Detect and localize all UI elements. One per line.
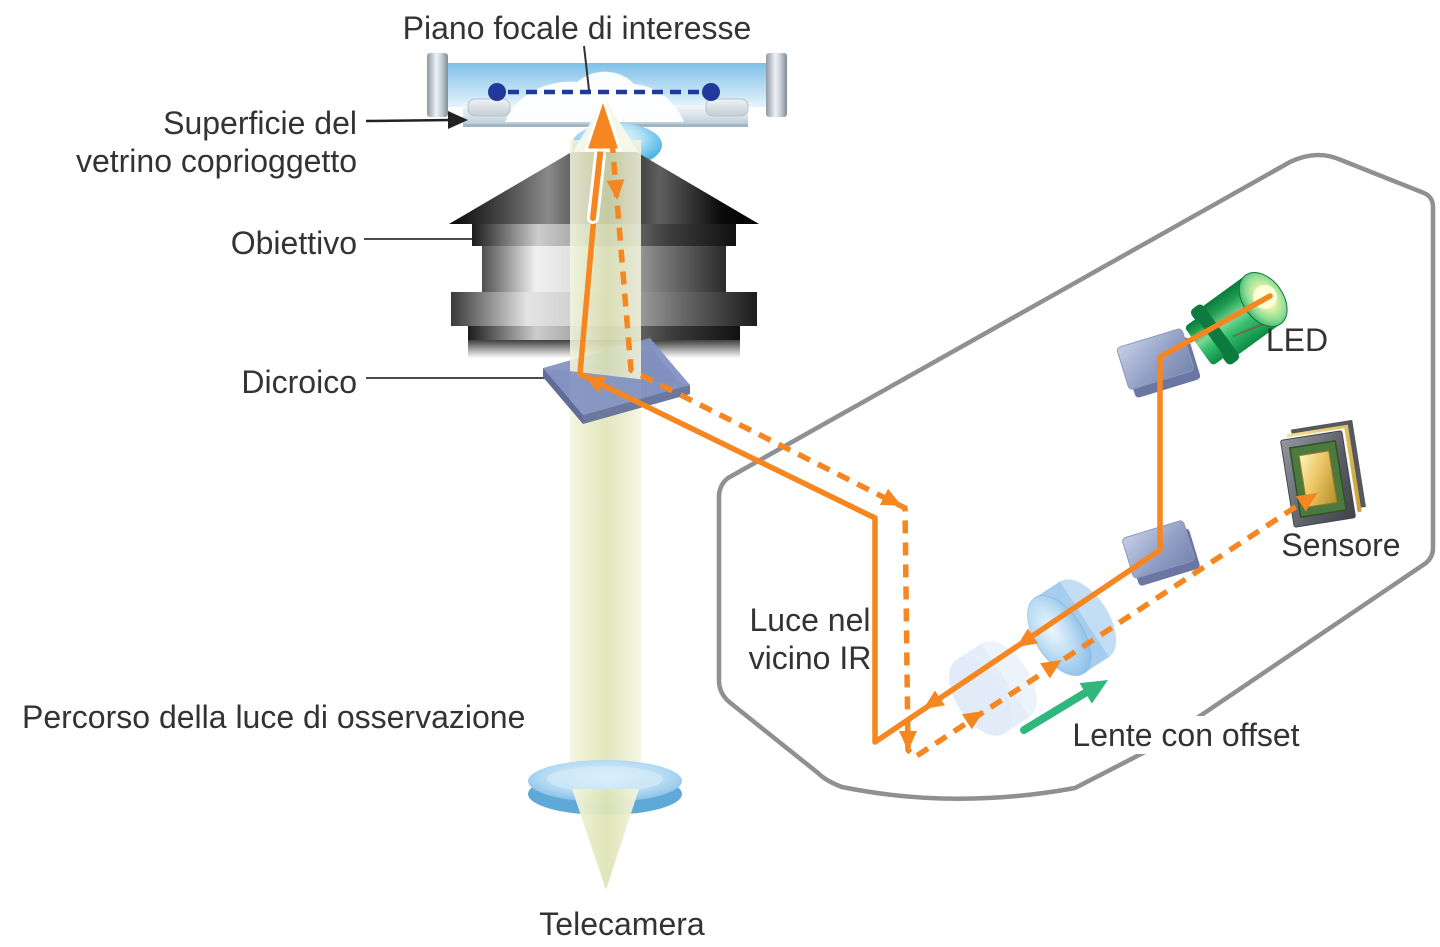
camera-focus-cone (572, 789, 639, 890)
offset-lens-ghost-face (948, 657, 1012, 736)
label-coverslip-surface-line2: vetrino coprioggetto (75, 143, 357, 179)
slide-post-left (427, 53, 448, 117)
focal-plane-dot-right (702, 83, 720, 101)
label-offset-lens: Lente con offset (1066, 716, 1306, 754)
dashed-arrowhead-icon (962, 710, 984, 730)
autofocus-module-outline (716, 152, 1436, 801)
specimen-arrowhead-icon (584, 96, 622, 152)
label-camera: Telecamera (539, 906, 705, 942)
sensor-die (1298, 450, 1338, 508)
solid-arrowhead-icon (584, 376, 607, 393)
offset-lens-face (1027, 595, 1092, 677)
led-tail (1185, 319, 1224, 365)
solid-arrowhead-icon (1016, 628, 1038, 648)
slide-post-right (766, 53, 787, 117)
dashed-arrowhead-icon (606, 179, 625, 200)
dashed-arrowhead-icon (1040, 659, 1062, 679)
specimen-cell (505, 71, 684, 122)
led-reflection (1232, 323, 1264, 338)
sensor-icon (1280, 419, 1366, 528)
near-ir-return-path (606, 139, 1318, 760)
tube-lens-highlight (547, 766, 663, 792)
focal-plane-leader (583, 45, 590, 91)
label-near-ir-light-line1: Luce nel (749, 602, 871, 638)
label-observation-path: Percorso della luce di osservazione (22, 699, 526, 735)
solid-arrowhead-icon (923, 690, 945, 710)
dichroic-front-edge-left (543, 368, 583, 424)
label-near-ir-light-line2: vicino IR (748, 640, 872, 676)
label-coverslip-surface-line1: Superficie del (163, 105, 357, 141)
near-ir-illumination-path (577, 96, 1273, 745)
offset-lens-ghost (948, 641, 1037, 736)
dashed-arrowhead-icon (899, 731, 917, 751)
offset-lens (1027, 579, 1117, 677)
label-coverslip-surface: Superficie del vetrino coprioggetto (76, 104, 357, 180)
label-objective: Obiettivo (230, 225, 357, 261)
label-dichroic: Dicroico (241, 364, 357, 400)
label-sensor: Sensore (1281, 527, 1401, 563)
observation-beam (570, 140, 641, 788)
offset-direction-arrow-icon (1020, 680, 1108, 734)
coverslip-leader-arrowhead-icon (448, 111, 468, 129)
label-led: LED (1265, 322, 1329, 358)
specimen-slide (427, 53, 787, 127)
dashed-arrowhead-icon (1296, 492, 1318, 512)
slide-clip-left (467, 98, 511, 117)
label-focal-plane: Piano focale di interesse (402, 10, 752, 46)
label-near-ir-light: Luce nel vicino IR (749, 601, 872, 677)
dashed-arrowhead-icon (879, 488, 902, 506)
coverslip-leader (365, 118, 453, 123)
focal-plane-dot-left (488, 83, 506, 101)
led-flange (1190, 304, 1240, 365)
slide-clip-right (705, 98, 749, 117)
